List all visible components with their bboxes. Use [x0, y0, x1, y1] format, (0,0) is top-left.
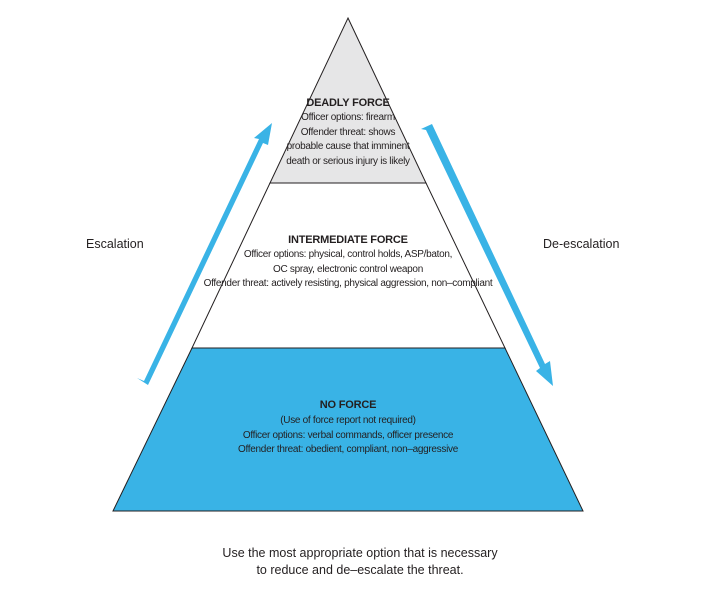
- deescalation-label: De-escalation: [543, 237, 620, 251]
- tier-intermediate-line: Officer options: physical, control holds…: [243, 249, 453, 260]
- footer-line: to reduce and de–escalate the threat.: [256, 563, 464, 577]
- tier-noforce-shape: [112, 347, 584, 512]
- tier-intermediate-title: INTERMEDIATE FORCE: [288, 234, 408, 246]
- footer-line: Use the most appropriate option that is …: [222, 546, 498, 560]
- escalation-arrow-icon: [137, 123, 272, 385]
- tier-noforce-title: NO FORCE: [319, 399, 377, 411]
- tier-deadly-line: probable cause that imminent: [286, 141, 410, 152]
- tier-noforce-line: Officer options: verbal commands, office…: [242, 429, 454, 441]
- tier-deadly-force: DEADLY FORCE Officer options: firearm Of…: [268, 96, 428, 169]
- tier-no-force: NO FORCE (Use of force report not requir…: [198, 398, 498, 458]
- tier-deadly-line: death or serious injury is likely: [286, 155, 410, 167]
- tier-deadly-line: Officer options: firearm: [301, 112, 395, 123]
- escalation-label: Escalation: [86, 237, 144, 251]
- footer-note: Use the most appropriate option that is …: [180, 545, 540, 579]
- tier-deadly-title: DEADLY FORCE: [306, 97, 390, 109]
- tier-intermediate-force: INTERMEDIATE FORCE Officer options: phys…: [198, 233, 498, 292]
- tier-noforce-line: Offender threat: obedient, compliant, no…: [238, 444, 458, 455]
- tier-intermediate-line: Offender threat: actively resisting, phy…: [203, 278, 493, 289]
- tier-noforce-line: (Use of force report not required): [280, 415, 416, 426]
- tier-intermediate-line: OC spray, electronic control weapon: [273, 263, 423, 275]
- tier-deadly-line: Offender threat: shows: [300, 126, 396, 138]
- deescalation-arrow-icon: [421, 124, 553, 386]
